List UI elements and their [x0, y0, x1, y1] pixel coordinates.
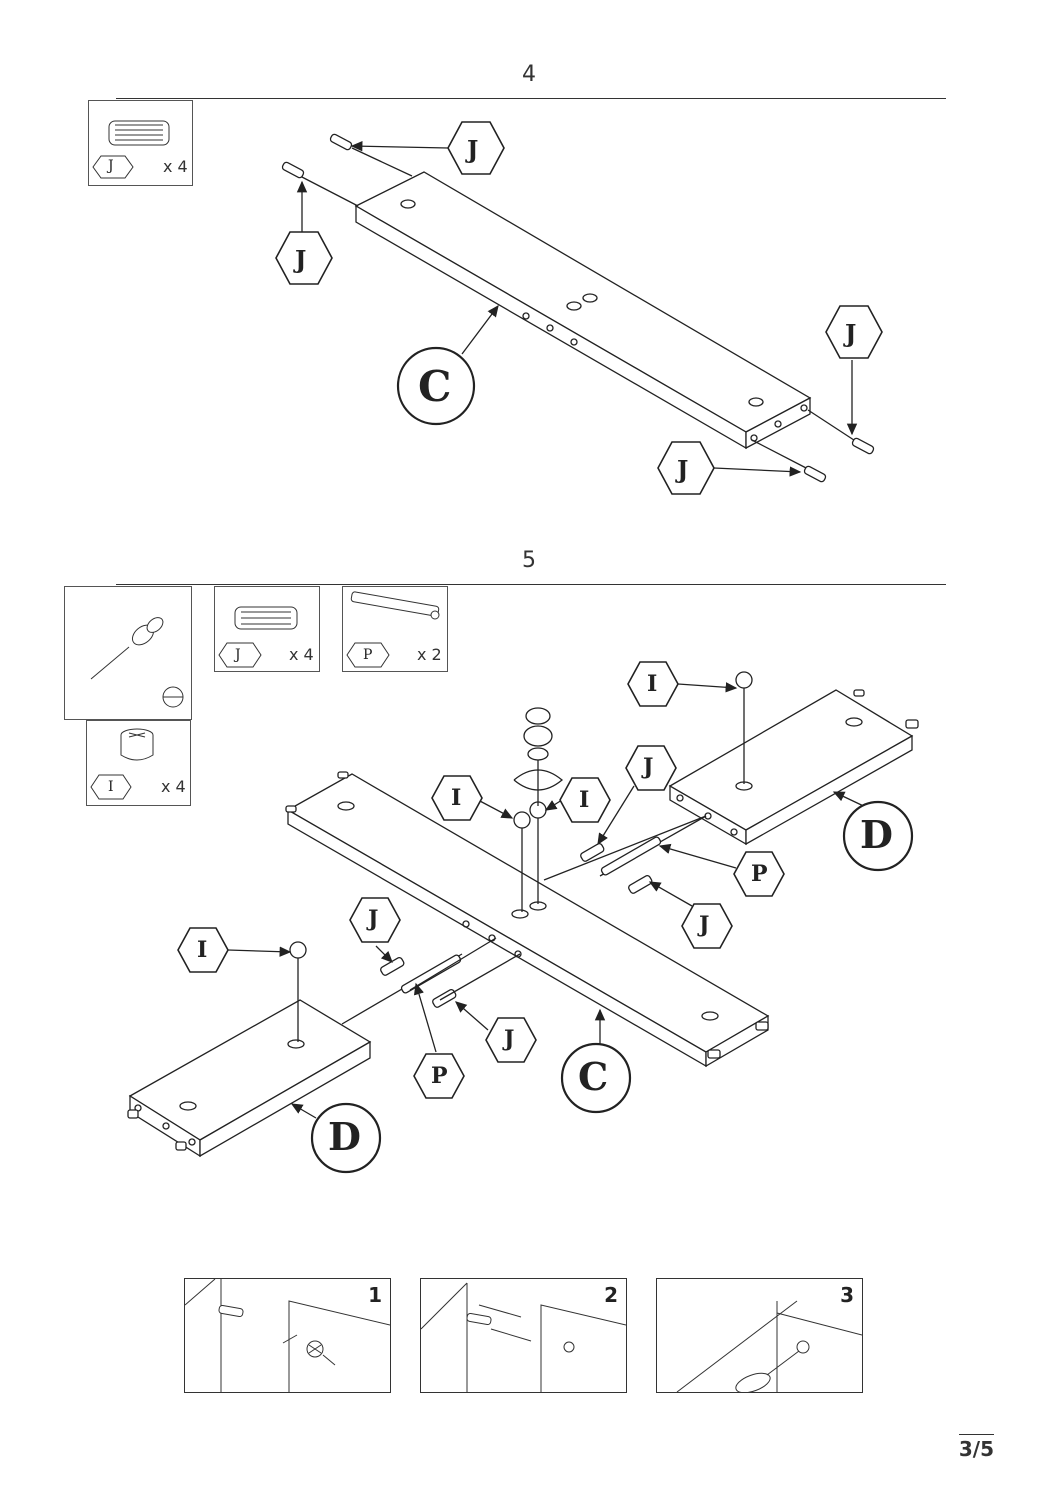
part-j-label: J	[235, 647, 241, 663]
part-i-label: I	[108, 779, 114, 795]
callout-j: J	[368, 906, 379, 932]
step-4-rule	[116, 98, 946, 99]
step4-parts-box: J x 4	[88, 100, 193, 186]
step5-part-i-box: I x 4	[86, 720, 191, 806]
callout-d: D	[328, 1114, 361, 1159]
step-5-rule	[116, 584, 946, 585]
callout-p: P	[751, 861, 768, 887]
screwdriver-drawing	[513, 707, 564, 806]
callout-j: J	[295, 245, 307, 274]
detail-panel-1: 1	[184, 1278, 391, 1393]
detail-1-number: 1	[368, 1283, 382, 1307]
callout-d: D	[860, 812, 893, 857]
detail-3-drawing	[676, 1300, 862, 1392]
dowel-icon	[218, 606, 298, 668]
step5-part-p-box: P x 2	[342, 586, 448, 672]
callout-j: J	[677, 455, 689, 484]
part-j-label: J	[108, 158, 114, 174]
detail-panel-2: 2	[420, 1278, 627, 1393]
step5-part-j-box: J x 4	[214, 586, 320, 672]
part-i-qty: x 4	[161, 777, 186, 796]
detail-panel-3: 3	[656, 1278, 863, 1393]
callout-c: C	[578, 1054, 609, 1099]
dowel-icon	[92, 120, 170, 179]
screwdriver-box	[64, 586, 192, 720]
board-d-right	[668, 689, 914, 846]
board-c-step5	[286, 773, 770, 1068]
callout-j: J	[845, 319, 857, 348]
detail-1-drawing	[185, 1279, 390, 1392]
cam-lock-icon	[90, 728, 154, 800]
callout-i: I	[647, 671, 658, 697]
board-d-left	[128, 999, 372, 1158]
part-j-qty: x 4	[289, 645, 314, 664]
screwdriver-icon	[90, 617, 184, 708]
callout-i: I	[579, 787, 590, 813]
detail-3-number: 3	[840, 1283, 854, 1307]
step-5-number: 5	[522, 548, 536, 573]
cam-bolt-icon	[346, 591, 440, 668]
part-j-qty: x 4	[163, 157, 188, 176]
page-number: 3/5	[958, 1434, 994, 1461]
fasteners-step5	[127, 671, 919, 1151]
callout-i: I	[451, 785, 462, 811]
detail-2-drawing	[421, 1282, 626, 1392]
callout-j: J	[467, 135, 479, 164]
detail-2-number: 2	[604, 1283, 618, 1307]
part-p-label: P	[363, 647, 373, 663]
callout-j: J	[643, 754, 654, 780]
board-c-step4	[354, 171, 812, 450]
dowels-step4	[281, 133, 875, 483]
callout-p: P	[431, 1063, 448, 1089]
callout-i: I	[197, 937, 208, 963]
callout-c: C	[418, 362, 452, 411]
callout-j: J	[699, 912, 710, 938]
part-p-qty: x 2	[417, 645, 442, 664]
callout-j: J	[504, 1026, 515, 1052]
step-4-number: 4	[522, 62, 536, 87]
